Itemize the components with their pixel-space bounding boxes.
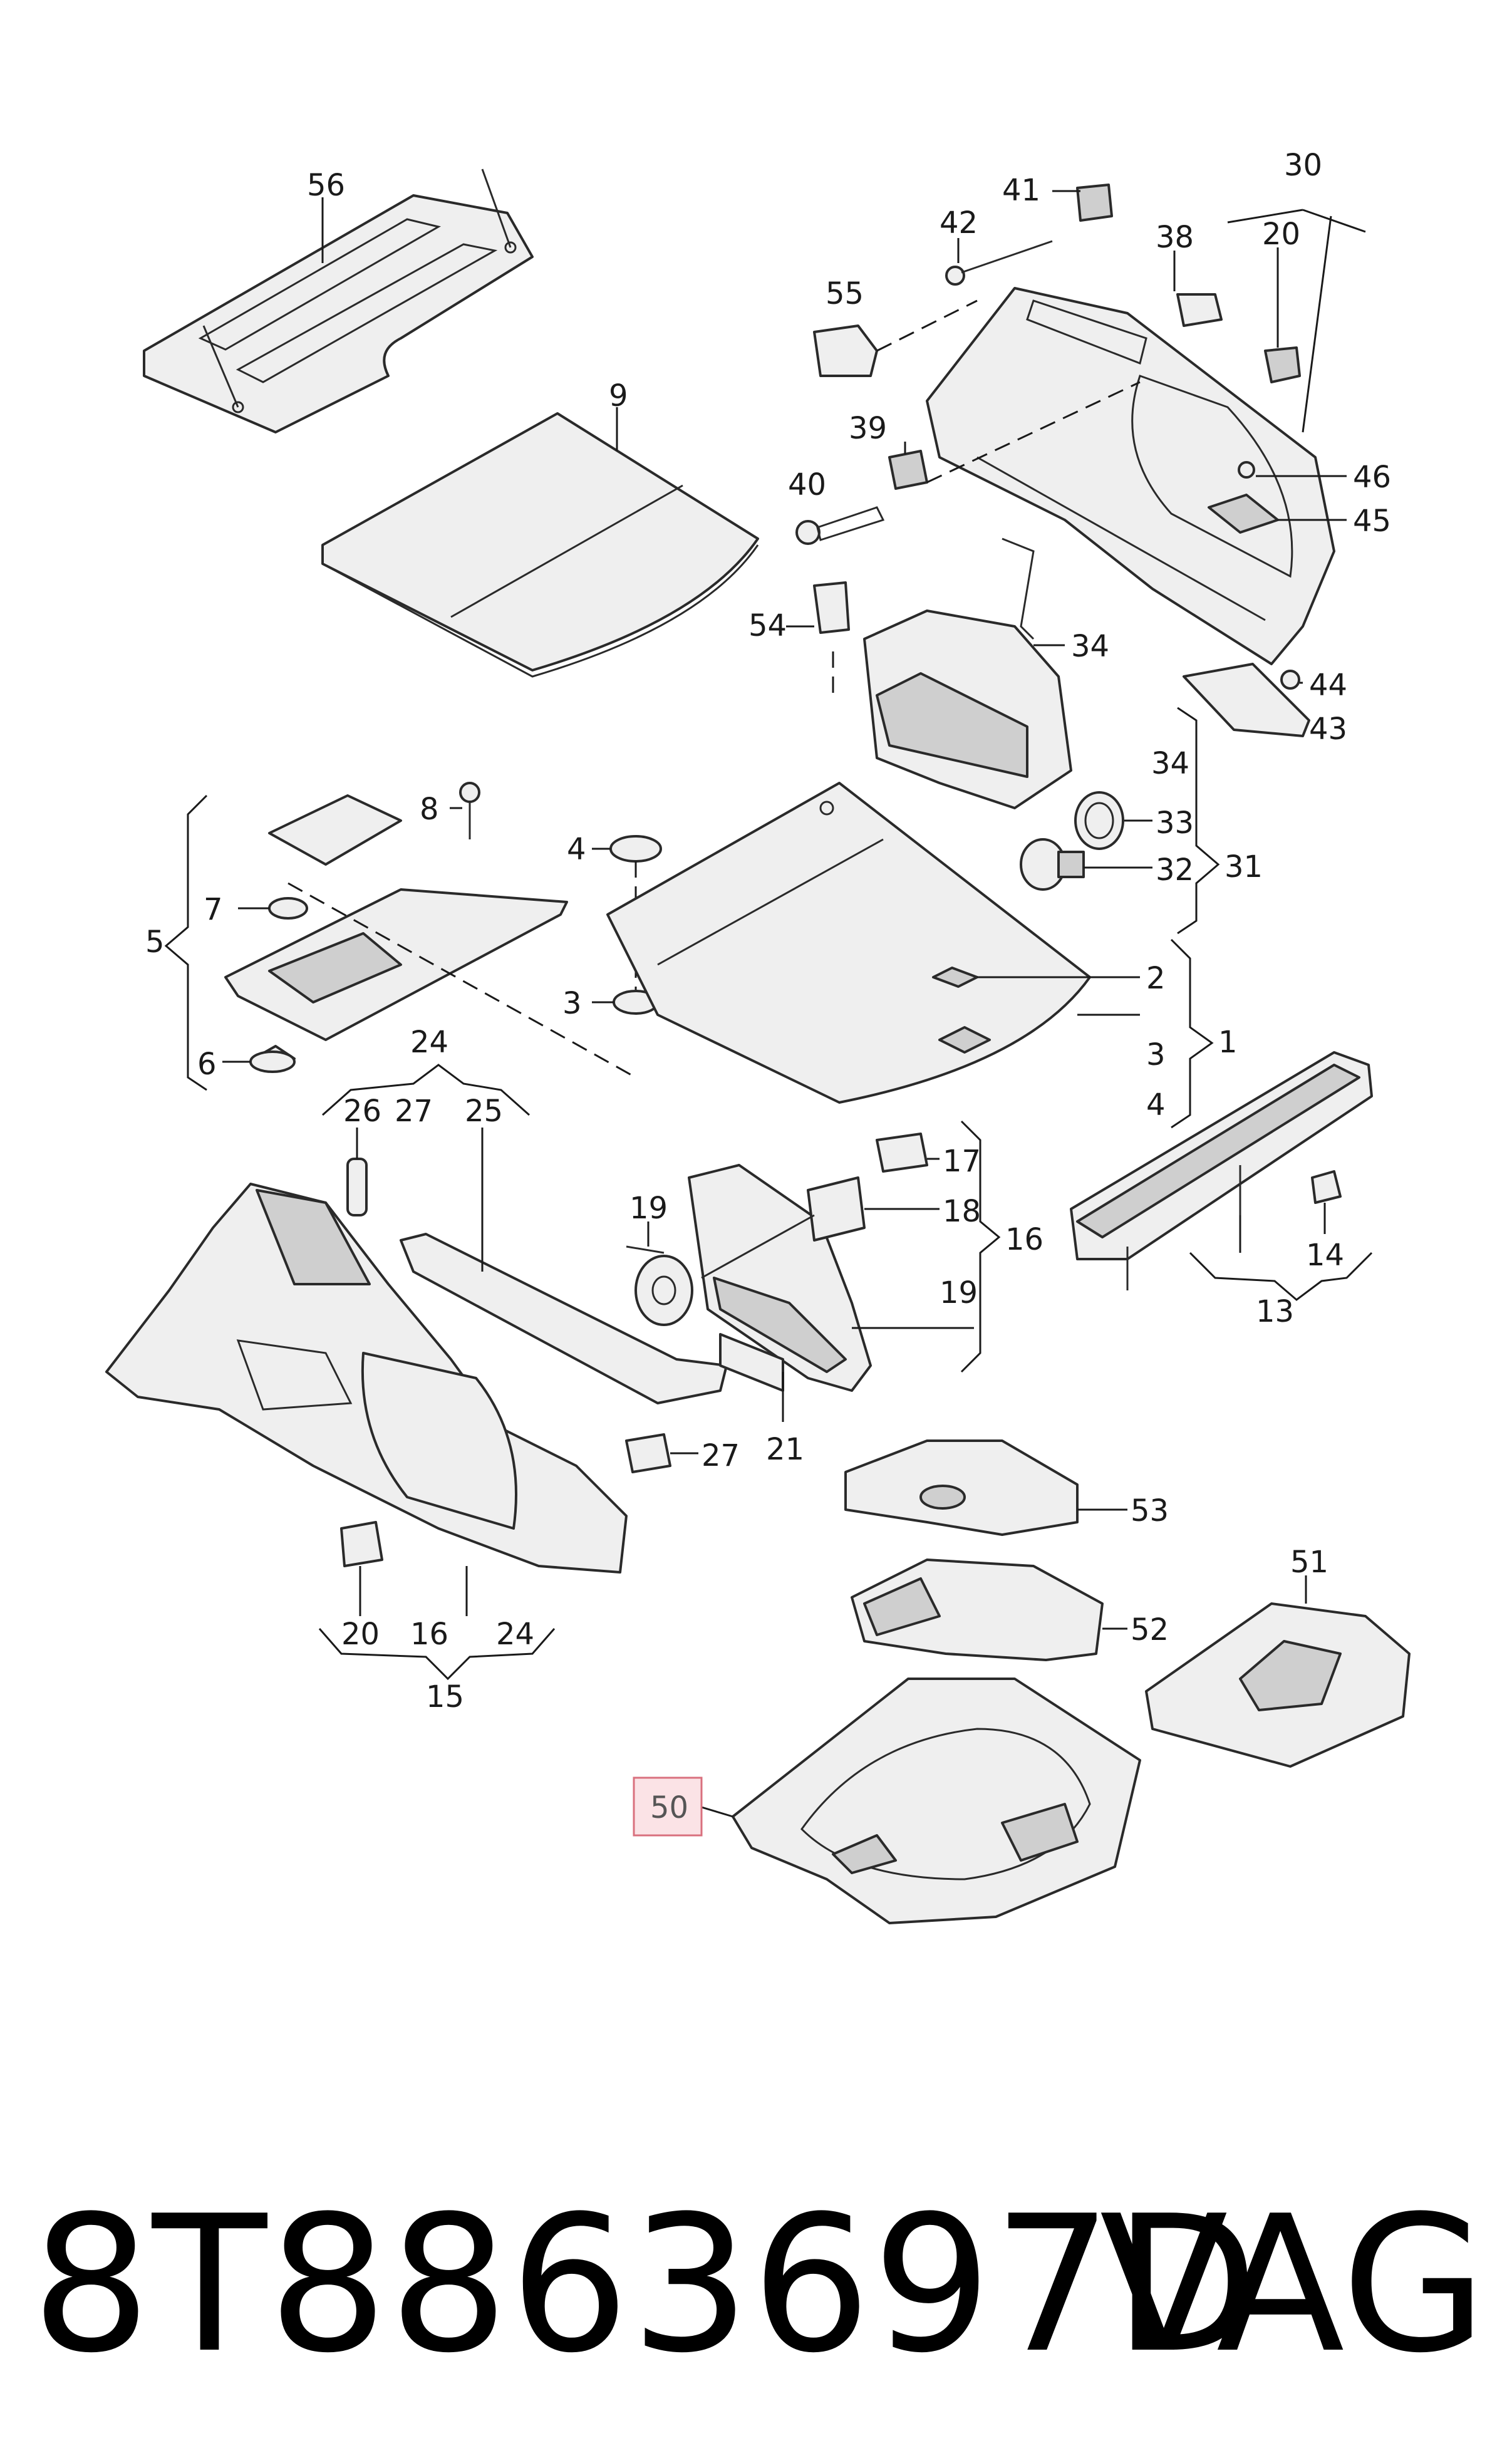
part-30-side-trim-right [926,287,1335,665]
callout-8: 8 [420,792,439,827]
callout-46: 46 [1353,460,1391,495]
part-25-rail [400,1233,728,1404]
part-20-clip-upper [1264,346,1301,383]
callout-33: 33 [1156,806,1194,841]
callout-24-lower: 24 [496,1617,534,1652]
part-52-foam-insert [851,1559,1104,1661]
part-55-lamp [813,299,978,377]
part-44-screw [1280,670,1300,690]
callout-27-right: 27 [702,1438,740,1473]
callout-4-group: 4 [1146,1087,1166,1123]
callout-31: 31 [1225,849,1263,884]
callout-18: 18 [943,1194,981,1229]
callout-14: 14 [1306,1238,1344,1273]
callout-19-right: 19 [940,1275,978,1310]
part-26-strip [346,1158,368,1216]
part-5-compartment-lid [224,794,568,1072]
part-16-storage-bracket [688,1164,872,1392]
part-54-fastener [813,581,850,695]
part-39-fastener [888,381,1141,490]
callout-32: 32 [1156,853,1194,888]
callout-1: 1 [1218,1025,1238,1060]
part-14-clip [1311,1170,1342,1204]
callout-2: 2 [1146,961,1166,996]
part-33-grommet [1074,791,1124,850]
part-7-clip [268,897,308,920]
callout-52: 52 [1131,1612,1169,1647]
callout-7: 7 [204,892,223,927]
callout-34-top: 34 [1071,629,1109,664]
part-19-knob [626,1245,693,1326]
part-40-bolt [795,506,885,545]
callout-54: 54 [748,608,787,643]
part-42-screw [945,240,1053,286]
callout-26: 26 [343,1094,381,1129]
part-51-insert [1145,1602,1411,1768]
part-24-side-trim-left [105,1183,628,1574]
part-13-sill-plate [1070,1051,1373,1290]
part-8-screw [459,782,480,839]
callout-56: 56 [307,168,345,203]
callout-16-right: 16 [1005,1222,1043,1257]
part-27-clip [625,1433,671,1473]
part-38-clip [1176,293,1223,327]
callout-3: 3 [562,986,582,1021]
callout-51: 51 [1290,1545,1328,1580]
highlight-box-50 [633,1776,703,1837]
callout-40: 40 [788,467,826,502]
callout-20-upper: 20 [1262,217,1300,252]
callout-3-group: 3 [1146,1037,1166,1072]
callout-39: 39 [849,411,887,446]
callout-55: 55 [826,276,864,311]
part-41-clip [1076,184,1113,222]
callout-44: 44 [1309,668,1347,703]
part-20-clip-lower [340,1521,383,1567]
callout-24-top: 24 [410,1025,448,1060]
callout-4: 4 [567,832,586,867]
part-4-grommet [609,835,662,863]
callout-38: 38 [1156,220,1194,255]
part-31-storage-net [863,537,1072,809]
callout-27-top: 27 [395,1094,433,1129]
callout-30: 30 [1284,148,1322,183]
callout-21: 21 [766,1432,804,1467]
part-43-latch [1183,663,1310,737]
callout-25: 25 [465,1094,503,1129]
callout-43: 43 [1309,712,1347,747]
callout-15: 15 [426,1679,464,1714]
exploded-parts-diagram: 56 9 30 41 42 38 20 55 [105,148,1411,1924]
brand-name: VAG [1099,2176,1487,2394]
part-32-cap [1020,838,1085,891]
part-1-loading-floor [606,782,1091,1104]
callout-50: 50 [650,1790,688,1825]
callout-9: 9 [609,378,628,413]
callout-13: 13 [1256,1294,1294,1329]
part-56-luggage-cover [143,169,534,433]
callout-53: 53 [1131,1493,1169,1528]
callout-17: 17 [943,1144,981,1179]
part-46-screw [1238,461,1255,479]
callout-41: 41 [1002,173,1040,208]
part-number: 8T8863697D [31,2176,1260,2394]
part-17-18-tensioner [701,1133,928,1279]
callout-19-top: 19 [629,1191,668,1226]
part-9-floor-panel [321,412,759,678]
part-53-foam-cover [844,1439,1079,1536]
callout-34-group: 34 [1151,746,1189,781]
callout-20-lower: 20 [341,1617,380,1652]
callout-6: 6 [197,1047,217,1082]
callout-16-lower: 16 [410,1617,448,1652]
callout-5: 5 [145,925,165,960]
callout-45: 45 [1353,504,1391,539]
part-50-spare-wheel-well [732,1678,1141,1924]
callout-42: 42 [940,205,978,241]
part-6-foot [249,1050,296,1073]
